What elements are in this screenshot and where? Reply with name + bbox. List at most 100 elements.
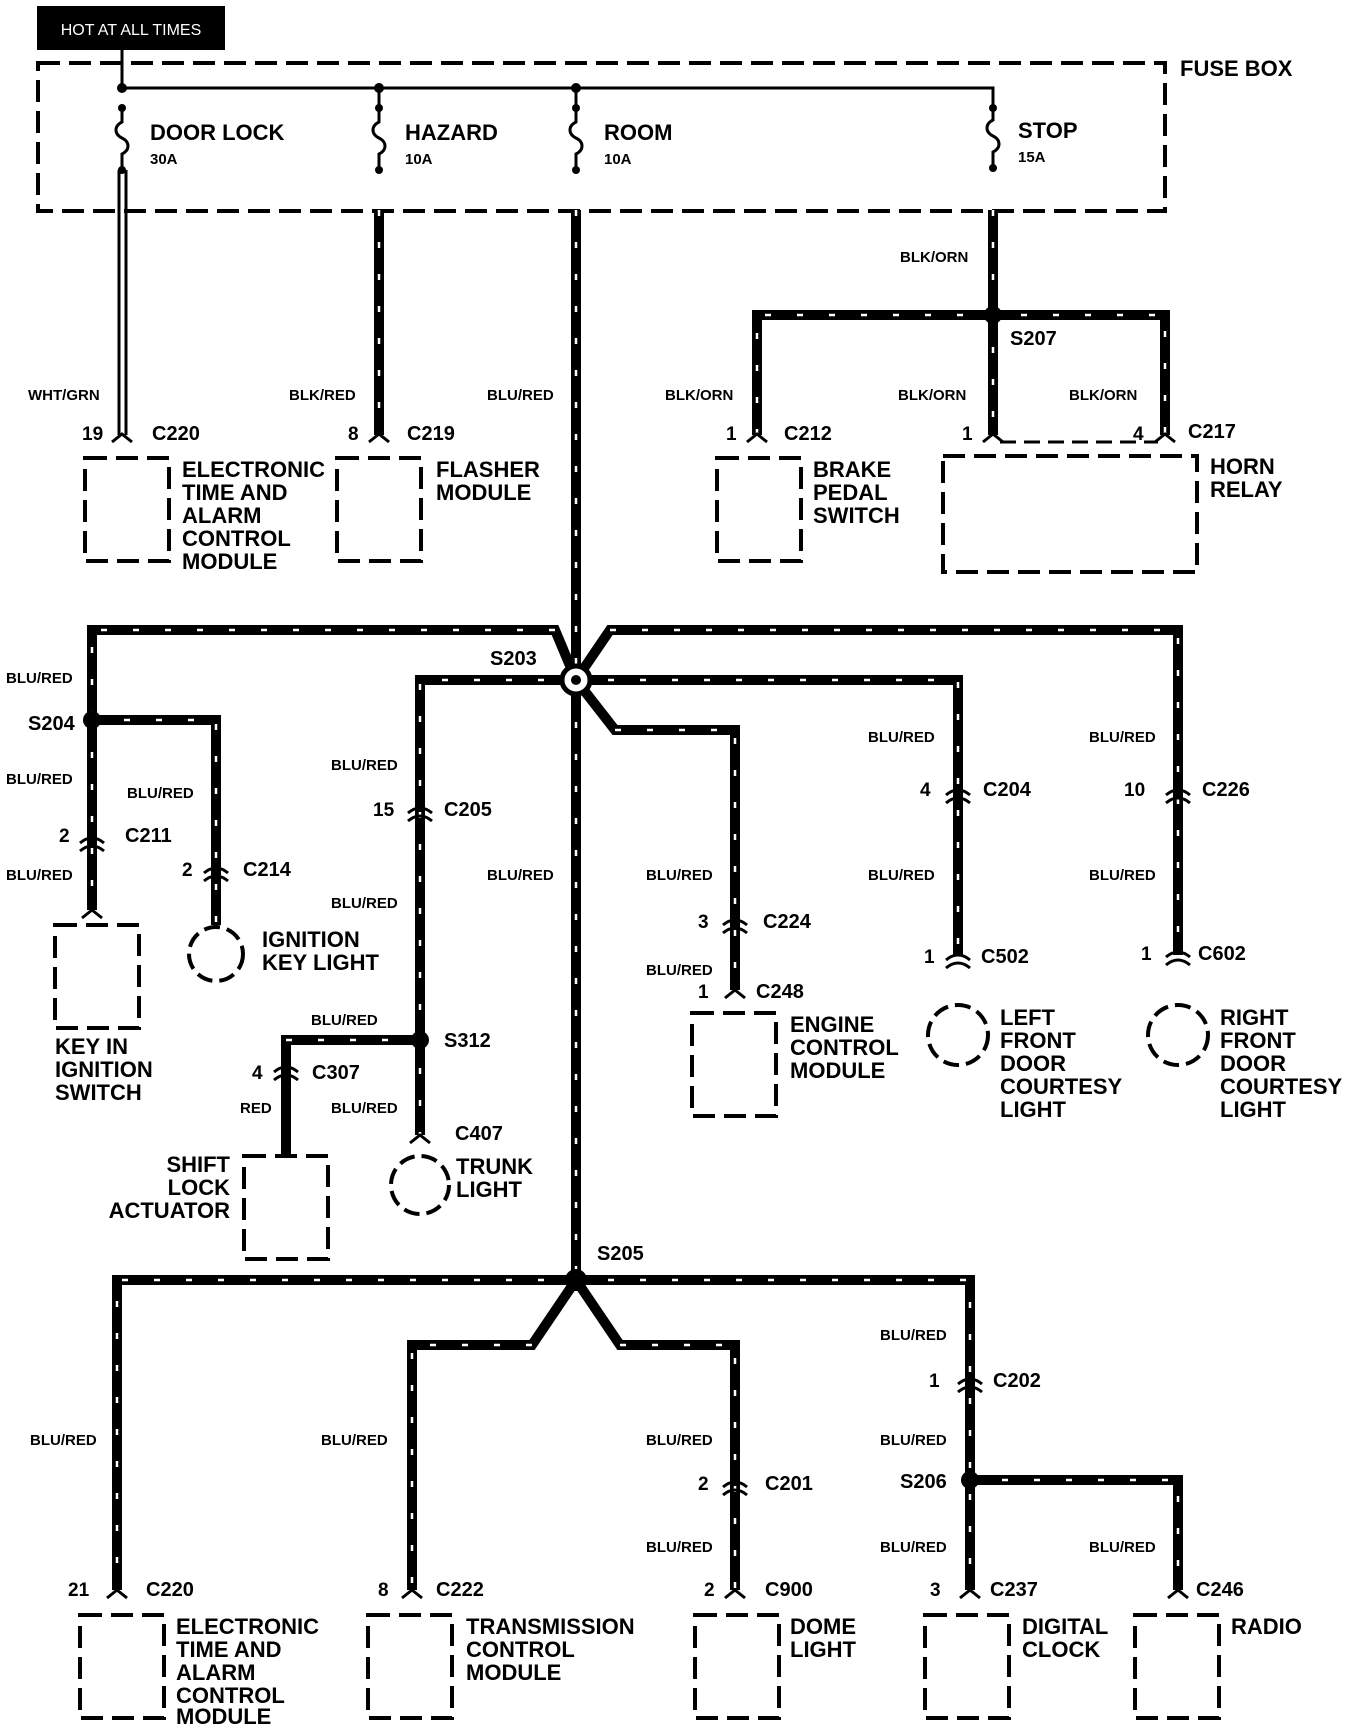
wire-s203-c224 (572, 676, 740, 990)
svg-text:BLU/RED: BLU/RED (868, 729, 935, 746)
svg-text:C205: C205 (444, 799, 492, 821)
svg-text:C219: C219 (407, 423, 455, 445)
hot-at-all-times-label: HOT AT ALL TIMES (61, 22, 202, 39)
svg-text:DOME: DOME (790, 1614, 856, 1639)
svg-text:C248: C248 (756, 981, 804, 1003)
component-dome-light: DOME LIGHT (693, 1613, 857, 1720)
svg-text:SWITCH: SWITCH (55, 1080, 142, 1105)
svg-text:RED: RED (240, 1100, 272, 1117)
svg-text:CLOCK: CLOCK (1022, 1637, 1100, 1662)
fuse-box-label: FUSE BOX (1180, 56, 1293, 81)
svg-text:BLU/RED: BLU/RED (321, 1432, 388, 1449)
svg-text:C217: C217 (1188, 421, 1236, 443)
wire-door-lock (117, 170, 128, 435)
svg-text:MODULE: MODULE (790, 1058, 885, 1083)
svg-text:SWITCH: SWITCH (813, 503, 900, 528)
svg-text:MODULE: MODULE (436, 480, 531, 505)
svg-text:BLU/RED: BLU/RED (1089, 729, 1156, 746)
svg-text:1: 1 (726, 424, 737, 445)
svg-text:LOCK: LOCK (168, 1175, 230, 1200)
svg-text:BLU/RED: BLU/RED (6, 771, 73, 788)
wire-s207-branches (752, 310, 1170, 435)
wire-color-labels: WHT/GRN BLK/RED BLU/RED BLK/ORN BLK/ORN … (6, 249, 1156, 1556)
svg-text:C602: C602 (1198, 943, 1246, 965)
svg-text:C201: C201 (765, 1473, 813, 1495)
fuse-bus (120, 50, 995, 108)
wire-s206-radio (970, 1475, 1183, 1590)
svg-text:C222: C222 (436, 1579, 484, 1601)
svg-text:BLU/RED: BLU/RED (646, 1432, 713, 1449)
svg-text:15: 15 (373, 800, 395, 821)
fuse-hazard-rating: 10A (405, 151, 433, 168)
svg-text:BLU/RED: BLU/RED (30, 1432, 97, 1449)
svg-text:BLU/RED: BLU/RED (646, 1539, 713, 1556)
svg-text:2: 2 (698, 1474, 709, 1495)
fuse-bus-dots (117, 83, 581, 93)
svg-text:WHT/GRN: WHT/GRN (28, 387, 100, 404)
svg-text:TRUNK: TRUNK (456, 1154, 533, 1179)
fuse-room-rating: 10A (604, 151, 632, 168)
svg-text:COURTESY: COURTESY (1220, 1074, 1343, 1099)
svg-text:BRAKE: BRAKE (813, 457, 891, 482)
svg-text:CONTROL: CONTROL (176, 1683, 285, 1708)
component-brake-pedal-switch: BRAKE PEDAL SWITCH (715, 456, 900, 563)
svg-text:C214: C214 (243, 859, 292, 881)
svg-text:BLU/RED: BLU/RED (880, 1327, 947, 1344)
svg-text:IGNITION: IGNITION (55, 1057, 153, 1082)
svg-text:BLU/RED: BLU/RED (127, 785, 194, 802)
svg-text:S206: S206 (900, 1471, 947, 1493)
svg-text:C202: C202 (993, 1370, 1041, 1392)
svg-text:LEFT: LEFT (1000, 1005, 1056, 1030)
svg-text:ACTUATOR: ACTUATOR (109, 1198, 231, 1223)
svg-text:BLU/RED: BLU/RED (6, 670, 73, 687)
fuse-door-lock: DOOR LOCK 30A (114, 104, 285, 174)
svg-text:DOOR: DOOR (1000, 1051, 1066, 1076)
fuse-door-lock-name: DOOR LOCK (150, 120, 285, 145)
svg-text:RIGHT: RIGHT (1220, 1005, 1289, 1030)
svg-text:ELECTRONIC: ELECTRONIC (182, 457, 325, 482)
svg-text:BLK/ORN: BLK/ORN (665, 387, 733, 404)
svg-text:LIGHT: LIGHT (1220, 1097, 1287, 1122)
svg-text:1: 1 (1141, 944, 1152, 965)
svg-text:ALARM: ALARM (182, 503, 261, 528)
svg-text:19: 19 (82, 424, 103, 445)
connector-labels: 19 C220 8 C219 1 C212 1 4 C217 2 C211 2 … (59, 421, 1250, 1601)
wire-s312-shift (281, 1035, 420, 1155)
svg-text:S312: S312 (444, 1030, 491, 1052)
svg-text:BLU/RED: BLU/RED (646, 962, 713, 979)
fuse-box (36, 61, 1167, 213)
svg-text:FRONT: FRONT (1220, 1028, 1296, 1053)
component-trunk-light: TRUNK LIGHT (389, 1154, 533, 1216)
splice-s207: S207 (984, 306, 1057, 350)
splice-s206: S206 (900, 1471, 979, 1493)
svg-text:C211: C211 (125, 825, 172, 847)
svg-text:S207: S207 (1010, 328, 1057, 350)
svg-text:BLU/RED: BLU/RED (880, 1432, 947, 1449)
svg-text:C224: C224 (763, 911, 812, 933)
component-etacm-top: ELECTRONIC TIME AND ALARM CONTROL MODULE (83, 456, 325, 574)
svg-text:2: 2 (704, 1580, 715, 1601)
svg-text:COURTESY: COURTESY (1000, 1074, 1123, 1099)
svg-text:S205: S205 (597, 1243, 644, 1265)
svg-text:IGNITION: IGNITION (262, 927, 360, 952)
svg-text:1: 1 (962, 424, 973, 445)
svg-text:C220: C220 (146, 1579, 194, 1601)
svg-text:C502: C502 (981, 946, 1029, 968)
svg-text:BLU/RED: BLU/RED (487, 867, 554, 884)
svg-text:BLU/RED: BLU/RED (331, 1100, 398, 1117)
svg-text:S204: S204 (28, 713, 76, 735)
component-flasher-module: FLASHER MODULE (335, 456, 540, 563)
fuse-stop-rating: 15A (1018, 149, 1046, 166)
svg-text:BLK/RED: BLK/RED (289, 387, 356, 404)
svg-text:BLK/ORN: BLK/ORN (898, 387, 966, 404)
svg-text:BLU/RED: BLU/RED (331, 895, 398, 912)
svg-text:CONTROL: CONTROL (182, 526, 291, 551)
svg-text:10: 10 (1124, 780, 1145, 801)
wire-s203-c204 (576, 675, 963, 955)
svg-text:4: 4 (920, 780, 931, 801)
svg-text:3: 3 (930, 1580, 941, 1601)
svg-text:DIGITAL: DIGITAL (1022, 1614, 1108, 1639)
svg-text:ENGINE: ENGINE (790, 1012, 874, 1037)
svg-text:HORN: HORN (1210, 454, 1275, 479)
fuse-stop-name: STOP (1018, 118, 1078, 143)
